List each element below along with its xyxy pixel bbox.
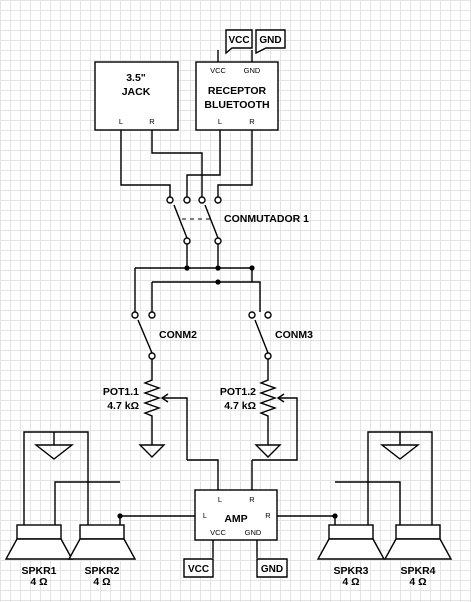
right-speaker-wiring	[277, 431, 433, 525]
svg-text:4 Ω: 4 Ω	[409, 576, 426, 588]
svg-text:4.7 kΩ: 4.7 kΩ	[224, 400, 256, 412]
svg-text:POT1.1: POT1.1	[103, 386, 139, 398]
potentiometer-1: POT1.1 4.7 kΩ	[103, 359, 188, 460]
svg-text:SPKR4: SPKR4	[400, 565, 435, 577]
svg-text:JACK: JACK	[122, 86, 151, 98]
speaker-spkr1: SPKR1 4 Ω	[4, 524, 74, 588]
amplifier: L R L R AMP VCC GND	[187, 459, 278, 541]
speaker-spkr2: SPKR2 4 Ω	[67, 524, 137, 588]
svg-text:RECEPTOR: RECEPTOR	[208, 85, 267, 97]
potentiometer-2: POT1.2 4.7 kΩ	[220, 359, 298, 461]
svg-text:3.5": 3.5"	[126, 72, 146, 84]
vcc-tag-top: VCC	[225, 29, 253, 55]
svg-text:L: L	[218, 495, 222, 504]
svg-text:CONMUTADOR 1: CONMUTADOR 1	[224, 213, 309, 225]
svg-text:CONM3: CONM3	[275, 329, 313, 341]
svg-text:GND: GND	[245, 528, 262, 537]
svg-text:GND: GND	[261, 564, 283, 575]
bluetooth-receiver: VCC GND RECEPTOR BLUETOOTH L R	[195, 61, 279, 131]
left-speaker-wiring	[23, 431, 195, 525]
switch-conmutador-1: CONMUTADOR 1	[166, 196, 309, 245]
svg-text:4.7 kΩ: 4.7 kΩ	[107, 400, 139, 412]
switch-conm2: CONM2	[131, 311, 197, 360]
svg-text:VCC: VCC	[228, 35, 249, 46]
svg-text:R: R	[265, 511, 271, 520]
svg-text:L: L	[218, 117, 222, 126]
svg-text:CONM2: CONM2	[159, 329, 197, 341]
svg-text:AMP: AMP	[224, 513, 247, 525]
input-wiring	[120, 130, 253, 197]
svg-text:BLUETOOTH: BLUETOOTH	[204, 99, 269, 111]
speaker-spkr4: SPKR4 4 Ω	[383, 524, 453, 588]
svg-text:R: R	[149, 117, 155, 126]
svg-text:4 Ω: 4 Ω	[342, 576, 359, 588]
svg-text:SPKR1: SPKR1	[21, 565, 56, 577]
svg-text:GND: GND	[244, 66, 261, 75]
jack-connector: 3.5" JACK L R	[94, 61, 179, 131]
svg-text:GND: GND	[259, 35, 281, 46]
svg-text:R: R	[249, 495, 255, 504]
switch-conm3: CONM3	[248, 311, 313, 360]
gnd-tag-top: GND	[255, 29, 286, 55]
svg-text:POT1.2: POT1.2	[220, 386, 256, 398]
svg-text:L: L	[119, 117, 123, 126]
svg-text:4 Ω: 4 Ω	[30, 576, 47, 588]
svg-text:SPKR2: SPKR2	[84, 565, 119, 577]
gnd-tag-bottom: GND	[256, 558, 288, 578]
svg-text:VCC: VCC	[210, 66, 226, 75]
svg-text:4 Ω: 4 Ω	[93, 576, 110, 588]
svg-text:SPKR3: SPKR3	[333, 565, 368, 577]
svg-text:VCC: VCC	[188, 564, 209, 575]
svg-text:VCC: VCC	[210, 528, 226, 537]
speaker-spkr3: SPKR3 4 Ω	[316, 524, 386, 588]
svg-text:R: R	[249, 117, 255, 126]
svg-text:L: L	[203, 511, 207, 520]
vcc-tag-bottom: VCC	[183, 558, 214, 578]
bus-wiring	[134, 244, 261, 312]
